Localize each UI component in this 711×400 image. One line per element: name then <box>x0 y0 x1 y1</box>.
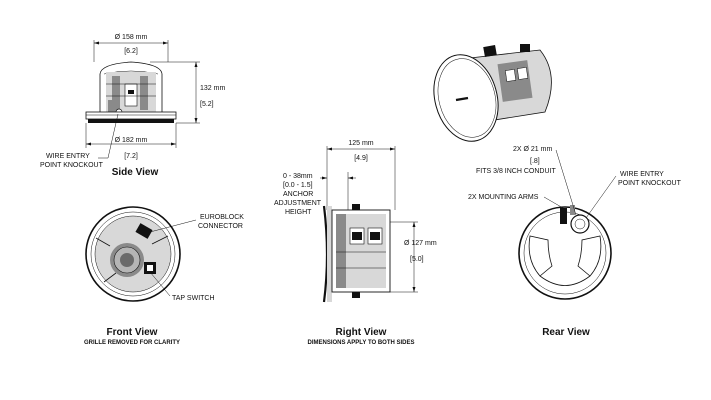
rear-conduit-note: FITS 3/8 INCH CONDUIT <box>476 168 556 175</box>
side-callout-line1: WIRE ENTRY <box>46 153 90 160</box>
right-anchor-label1: ANCHOR <box>283 191 313 198</box>
right-depth-dim-in: [4.9] <box>354 155 368 162</box>
side-callout-line2: POINT KNOCKOUT <box>40 162 104 169</box>
right-view-drawing <box>320 146 418 303</box>
side-view-title: Side View <box>112 167 159 178</box>
front-view-title: Front View <box>107 327 158 338</box>
rear-wire-entry-line2: POINT KNOCKOUT <box>618 180 682 187</box>
right-anchor-mm: 0 - 38mm <box>283 173 313 180</box>
right-view-subtitle: DIMENSIONS APPLY TO BOTH SIDES <box>307 340 414 346</box>
front-view-drawing <box>85 206 197 302</box>
right-anchor-label2: ADJUSTMENT <box>274 200 322 207</box>
right-depth-dim-mm: 125 mm <box>348 140 373 147</box>
side-bottom-dim-mm: Ø 182 mm <box>115 137 148 144</box>
front-euroblock-line2: CONNECTOR <box>198 223 243 230</box>
side-height-dim-in: [5.2] <box>200 101 214 108</box>
right-anchor-in: [0.0 - 1.5] <box>283 182 313 189</box>
rear-mounting-arms-label: 2X MOUNTING ARMS <box>468 194 539 201</box>
right-view-title: Right View <box>336 327 387 338</box>
side-height-dim-mm: 132 mm <box>200 85 225 92</box>
front-euroblock-line1: EUROBLOCK <box>200 214 244 221</box>
rear-conduit-dim-in: [.8] <box>530 158 540 165</box>
rear-view-drawing <box>518 149 617 300</box>
front-view-subtitle: GRILLE REMOVED FOR CLARITY <box>84 340 180 346</box>
rear-conduit-dim-mm: 2X Ø 21 mm <box>513 146 552 153</box>
side-top-dim-in: [6.2] <box>124 48 138 55</box>
side-view-drawing <box>85 40 200 159</box>
side-top-dim-mm: Ø 158 mm <box>115 34 148 41</box>
rear-view-title: Rear View <box>542 327 590 338</box>
right-anchor-label3: HEIGHT <box>285 209 312 216</box>
rear-wire-entry-line1: WIRE ENTRY <box>620 171 664 178</box>
side-bottom-dim-in: [7.2] <box>124 153 138 160</box>
right-dia-dim-mm: Ø 127 mm <box>404 240 437 247</box>
isometric-speaker-drawing <box>433 44 552 142</box>
right-dia-dim-in: [5.0] <box>410 256 424 263</box>
front-tap-switch-label: TAP SWITCH <box>172 295 215 302</box>
